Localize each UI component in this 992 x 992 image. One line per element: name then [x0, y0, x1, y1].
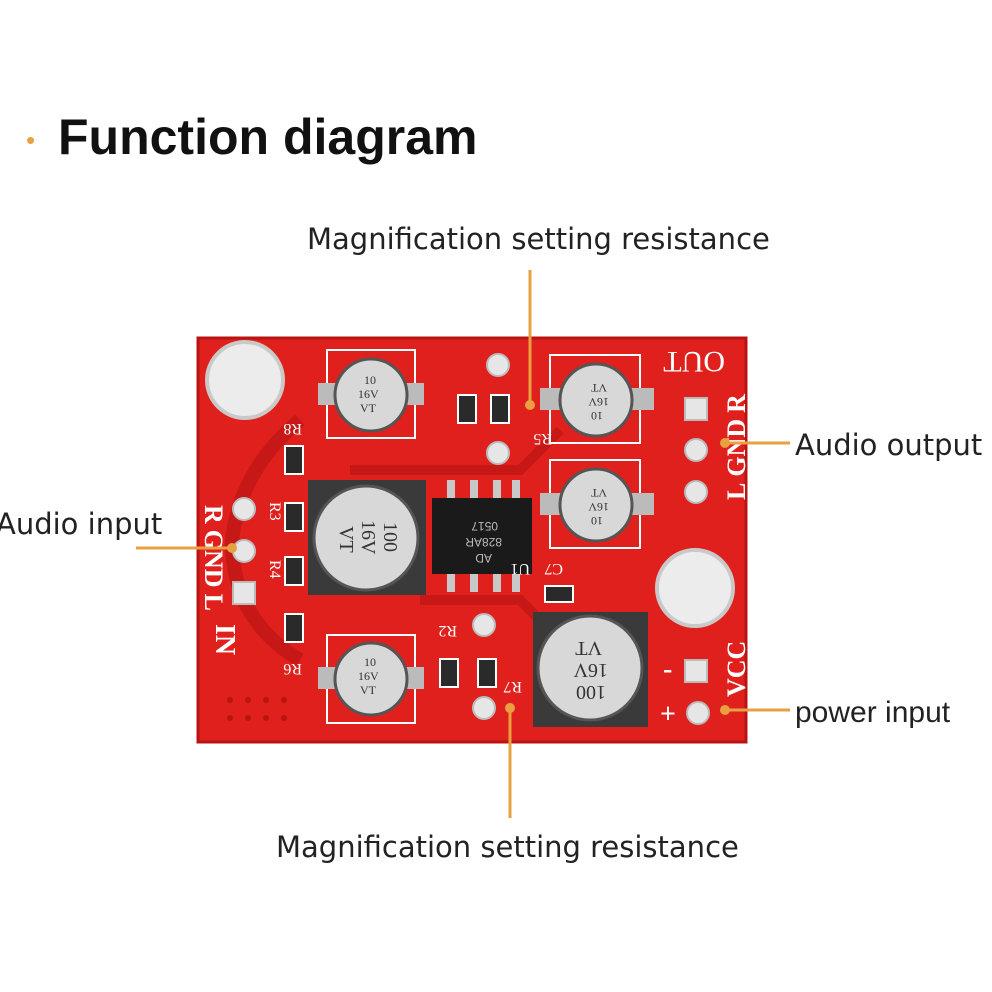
silk-r4: R4: [266, 560, 283, 579]
silk-gnd: GND: [199, 530, 228, 588]
callout-lines: [136, 270, 790, 818]
cap-voltage: 16V: [588, 395, 609, 409]
cap-voltage: 16V: [358, 669, 379, 683]
cap-voltage: 16V: [588, 500, 609, 514]
cap-voltage: 16V: [573, 659, 608, 681]
silk-u1: U1: [510, 560, 530, 577]
silk-r6: R6: [283, 660, 302, 677]
cap-value: 10: [591, 514, 603, 528]
chip-date: 0517: [471, 519, 498, 533]
silk-in: IN: [209, 624, 240, 655]
cap-brand: VT: [360, 683, 377, 697]
smd-resistors: [284, 394, 574, 688]
silk-minus: -: [663, 654, 672, 685]
cap-value: 100: [379, 522, 401, 552]
cap-voltage: 16V: [357, 520, 379, 555]
silk-out: OUT: [663, 345, 725, 378]
silk-r3: R3: [266, 502, 283, 521]
cap-value: 10: [591, 409, 603, 423]
silk-r2: R2: [438, 622, 457, 639]
capacitor-large-left: 100 16V VT: [308, 480, 426, 595]
capacitor-c2: 10 16V VT: [318, 634, 424, 724]
silk-c7: C7: [544, 560, 563, 577]
silk-gnd: GND: [722, 419, 751, 477]
cap-value: 100: [576, 681, 606, 703]
label-magnification-top: Magnification setting resistance: [307, 222, 770, 256]
silk-vcc: VCC: [722, 641, 751, 697]
silk-r: R: [199, 505, 228, 524]
pads: [232, 353, 710, 725]
cap-voltage: 16V: [358, 387, 379, 401]
title-bullet: •: [26, 125, 36, 155]
silk-l: L: [722, 483, 751, 500]
label-power-input: power input: [795, 696, 951, 729]
board-marks: [227, 697, 287, 721]
capacitor-c3: 10 16V VT: [540, 354, 654, 444]
page-title: Function diagram: [58, 109, 478, 165]
cap-brand: VT: [575, 637, 602, 659]
chip-part: 828AR: [465, 535, 502, 549]
cap-brand: VT: [590, 381, 607, 395]
cap-brand: VT: [335, 526, 357, 553]
capacitor-large-right: 100 16V VT: [533, 612, 648, 727]
label-audio-output: Audio output: [795, 428, 983, 462]
silk-input-labels: R GND L: [199, 505, 228, 611]
mounting-hole: [655, 548, 735, 628]
silk-output-labels: L GND R: [722, 394, 751, 500]
silk-r5: R5: [533, 430, 552, 447]
silk-l: L: [199, 594, 228, 611]
silk-r7: R7: [503, 678, 522, 695]
cap-value: 10: [364, 655, 376, 669]
chip-brand: AD: [475, 551, 492, 565]
mounting-hole: [205, 340, 285, 420]
silk-r: R: [722, 394, 751, 413]
silk-r8: R8: [283, 420, 302, 437]
pcb-trace: [224, 414, 305, 667]
callout-dots: [227, 400, 730, 715]
capacitor-c4: 10 16V VT: [540, 459, 654, 549]
ic-chip: AD 828AR 0517: [432, 480, 532, 592]
silk-plus: +: [660, 699, 676, 730]
label-magnification-bottom: Magnification setting resistance: [276, 830, 739, 864]
capacitor-c1: 10 16V VT: [318, 349, 424, 439]
label-audio-input: Audio input: [0, 507, 163, 541]
cap-value: 10: [364, 373, 376, 387]
cap-brand: VT: [360, 401, 377, 415]
cap-brand: VT: [590, 486, 607, 500]
